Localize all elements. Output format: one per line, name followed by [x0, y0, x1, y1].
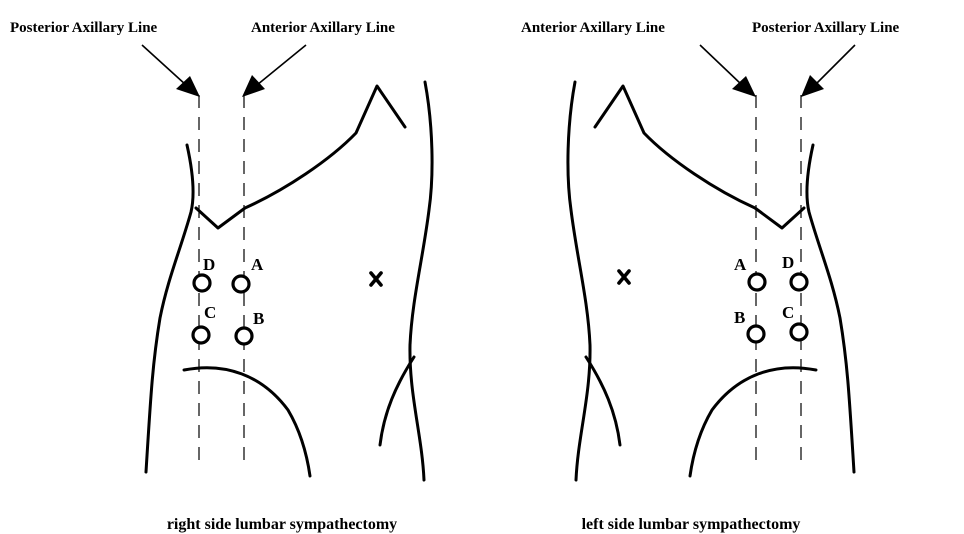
right-port-b-label: B: [253, 309, 264, 328]
right-posterior-axillary-label: Posterior Axillary Line: [10, 20, 158, 36]
right-side-panel: Posterior Axillary Line Anterior Axillar…: [10, 20, 432, 533]
left-side-panel: Anterior Axillary Line Posterior Axillar…: [521, 20, 900, 533]
right-target-x-mark: [371, 273, 381, 285]
right-panel-caption: right side lumbar sympathectomy: [167, 516, 397, 533]
right-port-d: [194, 275, 210, 291]
right-anterior-arrow: [242, 45, 306, 97]
left-posterior-axillary-label: Posterior Axillary Line: [752, 20, 900, 36]
right-torso-outline: [146, 82, 432, 480]
right-anterior-axillary-label: Anterior Axillary Line: [251, 20, 395, 36]
left-port-d-label: D: [782, 253, 794, 272]
left-anterior-arrow: [700, 45, 756, 97]
right-port-a-label: A: [251, 255, 264, 274]
left-port-b: [748, 326, 764, 342]
left-anterior-axillary-label: Anterior Axillary Line: [521, 20, 665, 36]
left-port-d: [791, 274, 807, 290]
right-port-d-label: D: [203, 255, 215, 274]
left-torso-outline: [568, 82, 854, 480]
left-port-b-label: B: [734, 308, 745, 327]
right-port-c: [193, 327, 209, 343]
left-port-a: [749, 274, 765, 290]
left-port-c: [791, 324, 807, 340]
left-posterior-arrow: [801, 45, 855, 97]
left-panel-caption: left side lumbar sympathectomy: [582, 516, 801, 533]
left-port-a-label: A: [734, 255, 747, 274]
left-target-x-mark: [619, 271, 629, 283]
right-port-b: [236, 328, 252, 344]
right-posterior-arrow: [142, 45, 200, 97]
left-port-c-label: C: [782, 303, 794, 322]
right-port-c-label: C: [204, 303, 216, 322]
right-port-a: [233, 276, 249, 292]
